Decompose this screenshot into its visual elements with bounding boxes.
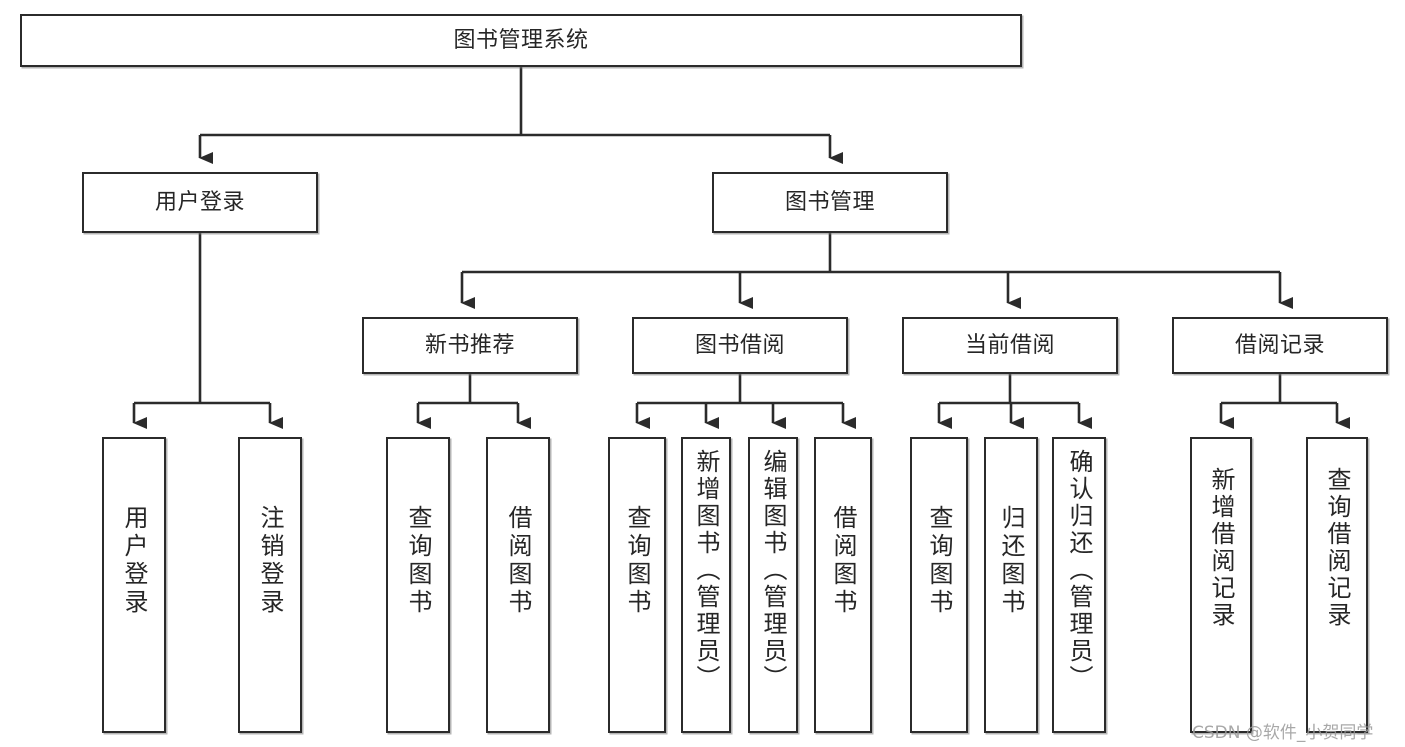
node-leaf-logout[interactable]: 注销登录 bbox=[238, 437, 302, 733]
node-leaf-return-book[interactable]: 归还图书 bbox=[984, 437, 1038, 733]
node-leaf-query-book-cur-label: 查询图书 bbox=[925, 505, 953, 617]
node-borrow-record-label: 借阅记录 bbox=[1234, 332, 1325, 358]
node-new-book-rec-label: 新书推荐 bbox=[424, 332, 515, 358]
node-book-borrow-label: 图书借阅 bbox=[694, 332, 785, 358]
node-leaf-query-book-rec[interactable]: 查询图书 bbox=[386, 437, 450, 733]
node-root-label: 图书管理系统 bbox=[453, 27, 589, 53]
node-book-borrow[interactable]: 图书借阅 bbox=[632, 317, 848, 374]
node-leaf-query-book-borrow-label: 查询图书 bbox=[623, 505, 651, 617]
node-leaf-edit-book-label: 编辑图书（管理员） bbox=[759, 449, 787, 692]
node-current-borrow-label: 当前借阅 bbox=[964, 332, 1055, 358]
node-leaf-add-book[interactable]: 新增图书（管理员） bbox=[681, 437, 731, 733]
csdn-watermark: CSDN @软件_小贺同学 bbox=[1192, 723, 1374, 743]
node-leaf-query-book-borrow[interactable]: 查询图书 bbox=[608, 437, 666, 733]
node-borrow-record[interactable]: 借阅记录 bbox=[1172, 317, 1388, 374]
node-user-login-label: 用户登录 bbox=[154, 189, 245, 215]
node-leaf-query-record-label: 查询借阅记录 bbox=[1323, 467, 1351, 629]
node-leaf-borrow-book-label: 借阅图书 bbox=[829, 505, 857, 617]
node-root[interactable]: 图书管理系统 bbox=[20, 14, 1022, 67]
node-leaf-add-record[interactable]: 新增借阅记录 bbox=[1190, 437, 1252, 733]
node-leaf-borrow-book-rec-label: 借阅图书 bbox=[504, 505, 532, 617]
node-user-login[interactable]: 用户登录 bbox=[82, 172, 318, 233]
node-leaf-user-login[interactable]: 用户登录 bbox=[102, 437, 166, 733]
node-leaf-borrow-book[interactable]: 借阅图书 bbox=[814, 437, 872, 733]
node-new-book-rec[interactable]: 新书推荐 bbox=[362, 317, 578, 374]
node-leaf-borrow-book-rec[interactable]: 借阅图书 bbox=[486, 437, 550, 733]
node-leaf-user-login-label: 用户登录 bbox=[120, 505, 148, 617]
node-book-manage[interactable]: 图书管理 bbox=[712, 172, 948, 233]
node-book-manage-label: 图书管理 bbox=[784, 189, 875, 215]
node-leaf-query-book-cur[interactable]: 查询图书 bbox=[910, 437, 968, 733]
node-leaf-add-record-label: 新增借阅记录 bbox=[1207, 467, 1235, 629]
node-leaf-query-book-rec-label: 查询图书 bbox=[404, 505, 432, 617]
node-leaf-edit-book[interactable]: 编辑图书（管理员） bbox=[748, 437, 798, 733]
node-current-borrow[interactable]: 当前借阅 bbox=[902, 317, 1118, 374]
node-leaf-add-book-label: 新增图书（管理员） bbox=[692, 449, 720, 692]
node-leaf-return-book-label: 归还图书 bbox=[997, 505, 1025, 617]
node-leaf-confirm-return[interactable]: 确认归还（管理员） bbox=[1052, 437, 1106, 733]
node-leaf-query-record[interactable]: 查询借阅记录 bbox=[1306, 437, 1368, 733]
node-leaf-logout-label: 注销登录 bbox=[256, 505, 284, 617]
node-leaf-confirm-return-label: 确认归还（管理员） bbox=[1065, 449, 1093, 692]
